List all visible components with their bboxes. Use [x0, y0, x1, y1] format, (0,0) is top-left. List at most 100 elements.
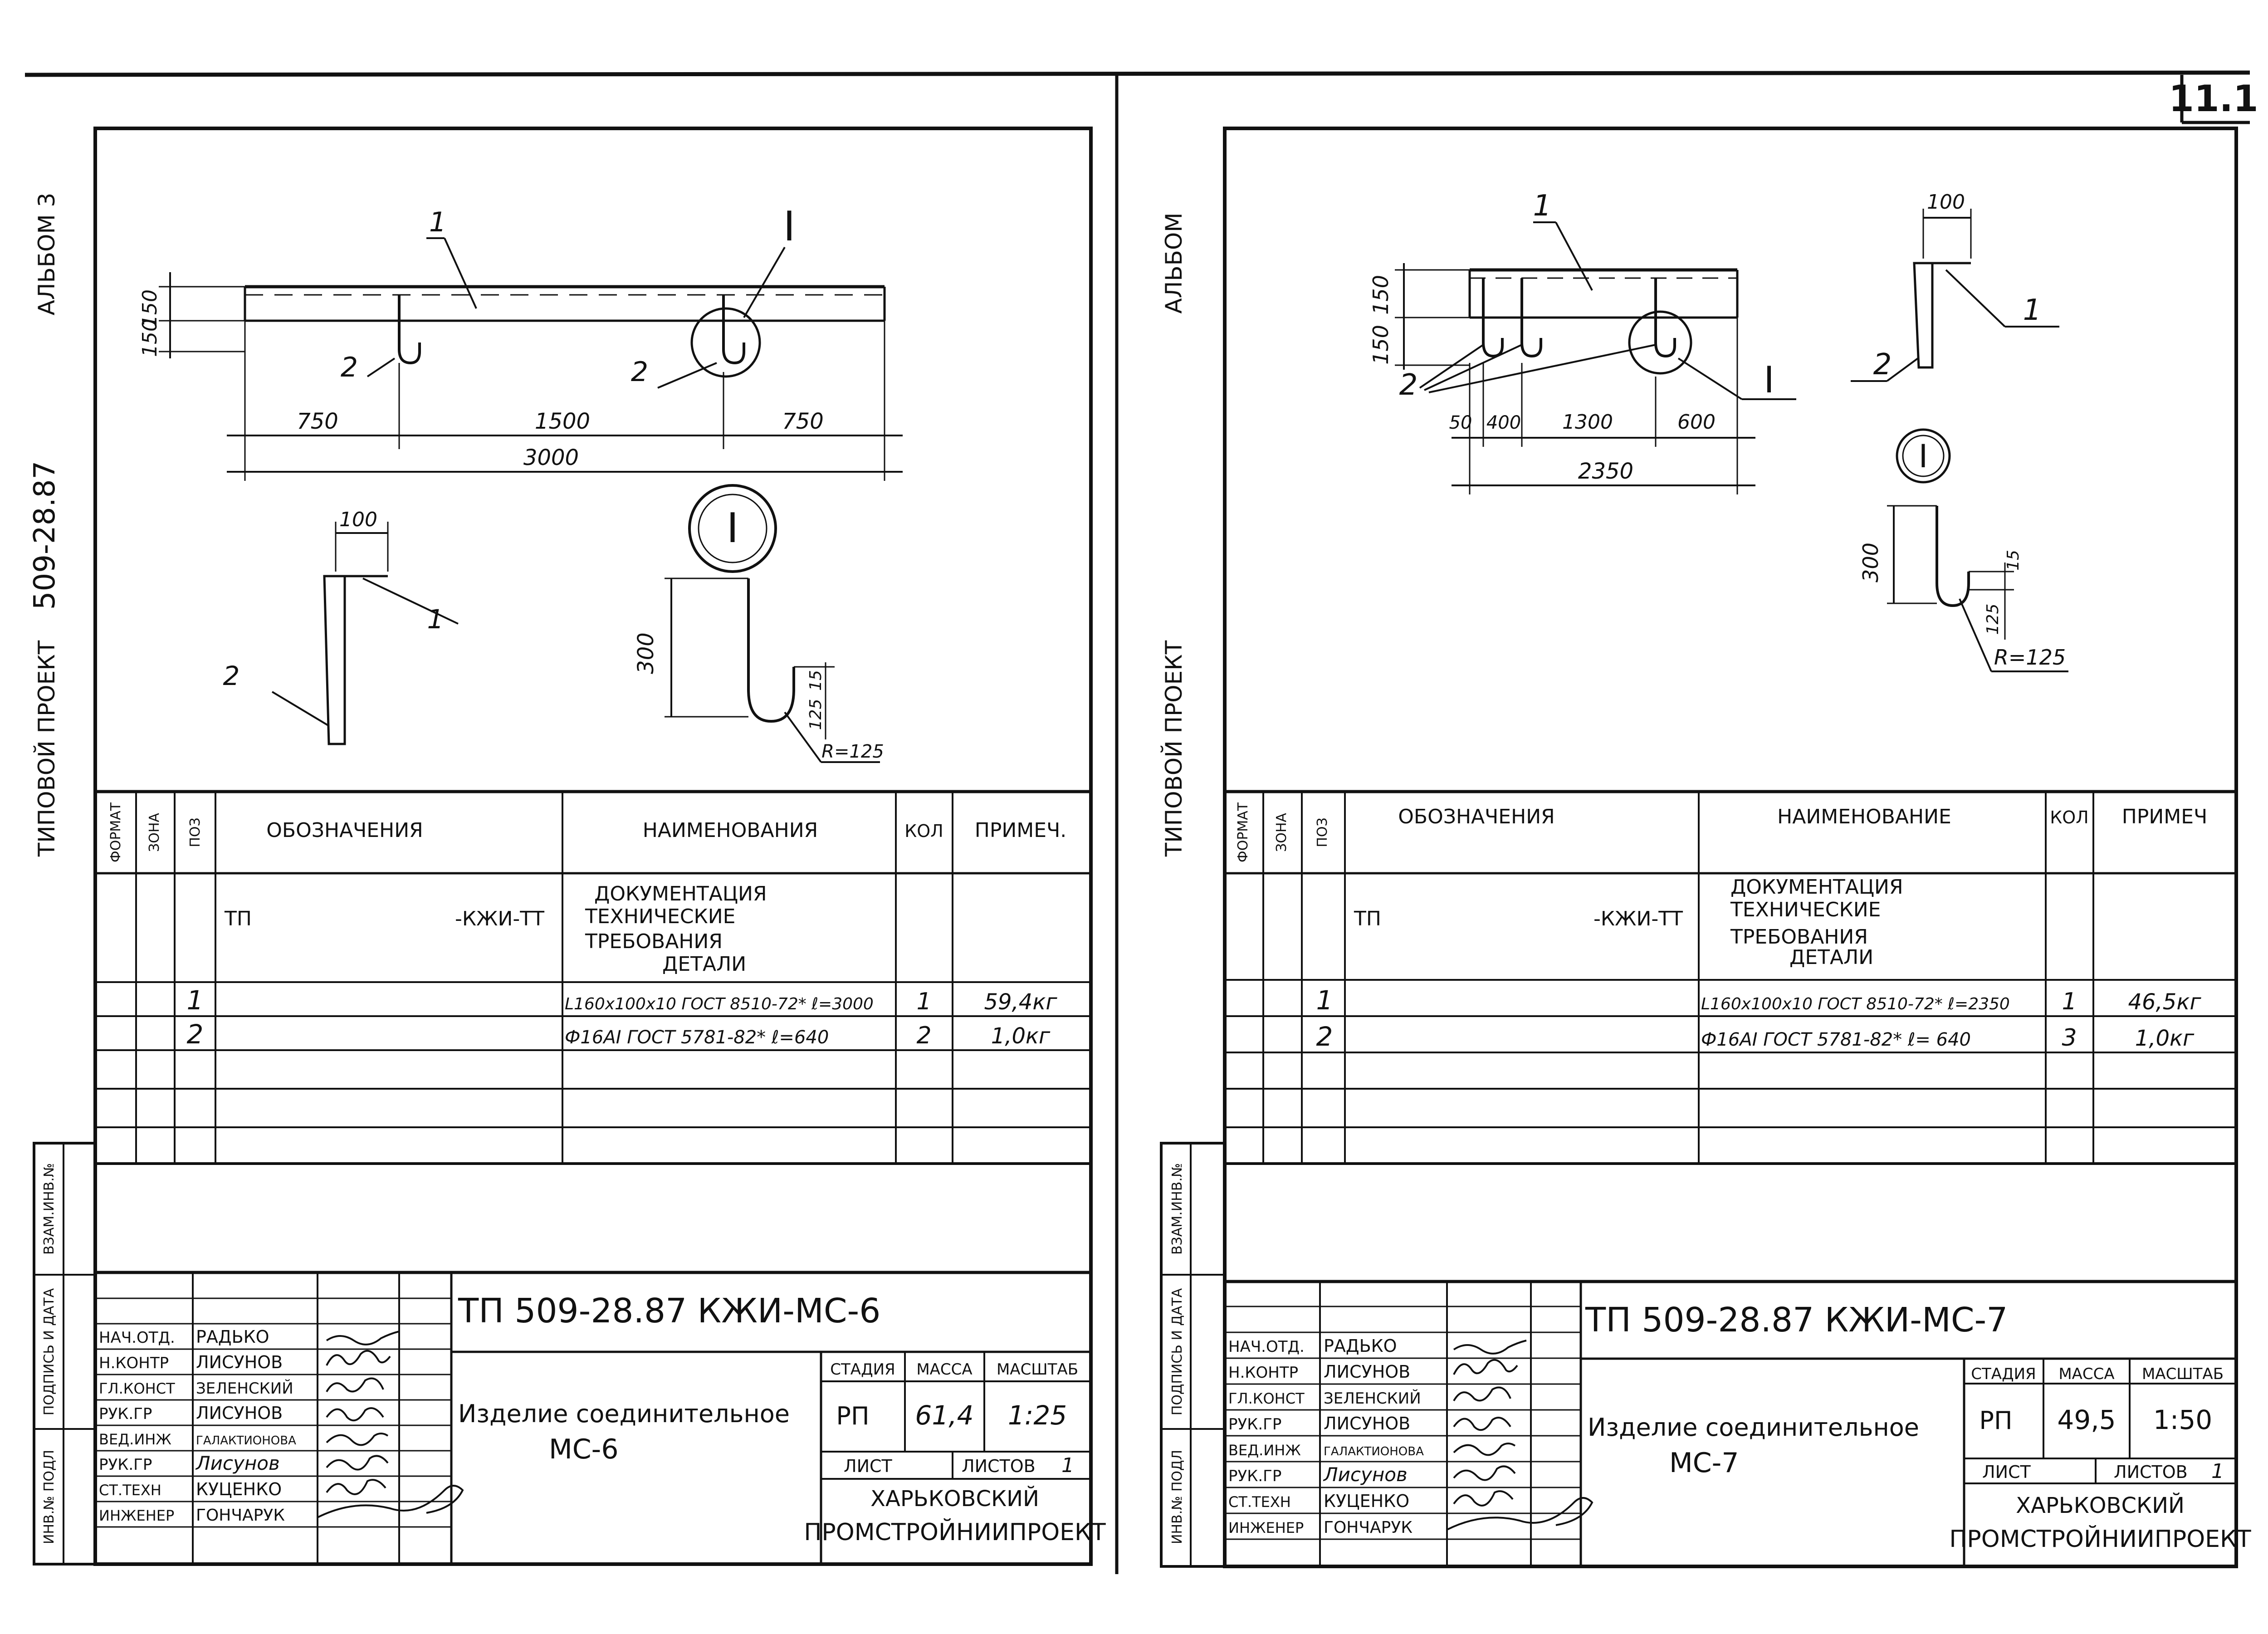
right-stamp-field-2: ПОДПИСЬ И ДАТА [1169, 1288, 1185, 1415]
right-spec-table: ФОРМАТ ЗОНА ПОЗ ОБОЗНАЧЕНИЯ НАИМЕНОВАНИЕ… [1225, 790, 2236, 1165]
right-person-role-6: РУК.ГР [1228, 1467, 1281, 1485]
right-stamp-field-3: ИНВ.№ ПОДЛ [1169, 1450, 1185, 1544]
left-item-name-2: МС-6 [549, 1433, 619, 1465]
page-number: 11.1 [2169, 78, 2258, 120]
left-stamp-field-1: ВЗАМ.ИНВ.№ [41, 1163, 57, 1255]
left-dim-hook-1: 15 [807, 670, 825, 691]
left-person-name-6: Лисунов [195, 1452, 280, 1474]
left-stage-label: СТАДИЯ [830, 1360, 895, 1379]
left-dim-total: 3000 [523, 445, 579, 470]
right-dim-flange: 100 [1927, 191, 1965, 214]
right-dim-height-1: 150 [1369, 275, 1393, 315]
right-inner-frame [1223, 127, 2238, 1568]
right-person-name-7: КУЦЕНКО [1324, 1491, 1409, 1511]
right-project-type: ТИПОВОЙ ПРОЕКТ [1160, 640, 1187, 857]
left-sheets-count: 1 [1061, 1454, 1074, 1477]
right-person-name-1: РАДЬКО [1324, 1336, 1397, 1356]
left-person-role-3: ГЛ.КОНСТ [99, 1380, 175, 1397]
left-callout-main: I [783, 203, 796, 250]
right-stamp-field-1: ВЗАМ.ИНВ.№ [1169, 1163, 1185, 1255]
left-scale: 1:25 [1008, 1400, 1067, 1431]
right-dim-seg-2: 400 [1486, 412, 1521, 433]
left-scale-label: МАСШТАБ [997, 1360, 1078, 1379]
right-row1-name: L160x100x10 ГОСТ 8510-72* ℓ=2350 [1701, 995, 2010, 1013]
right-doc-line-1: ДОКУМЕНТАЦИЯ [1730, 876, 1903, 899]
right-header-qty: КОЛ [2050, 807, 2088, 827]
left-header-pos: ПОЗ [187, 817, 203, 847]
left-sheets-label: ЛИСТОВ [962, 1456, 1036, 1476]
right-pos-2: 2 [1399, 368, 1418, 402]
right-callout-detail: I [1919, 438, 1928, 475]
left-row2-pos: 2 [187, 1019, 204, 1050]
right-row1-note: 46,5кг [2128, 989, 2201, 1015]
right-header-format: ФОРМАТ [1235, 802, 1251, 862]
left-person-name-5: ГАЛАКТИОНОВА [196, 1434, 296, 1448]
right-scale: 1:50 [2153, 1404, 2212, 1435]
left-signatures [317, 1331, 464, 1518]
right-sheets-label: ЛИСТОВ [2114, 1462, 2188, 1482]
right-org-line-1: ХАРЬКОВСКИЙ [2016, 1492, 2185, 1518]
left-doc-line-4: ДЕТАЛИ [662, 953, 746, 976]
left-header-name: НАИМЕНОВАНИЯ [643, 819, 818, 842]
left-album-label: АЛЬБОМ 3 [34, 193, 60, 316]
right-dim-hook-1: 15 [2004, 550, 2023, 571]
left-dim-seg-2: 1500 [535, 409, 590, 434]
right-item-name-1: Изделие соединительное [1588, 1413, 1919, 1442]
right-mass: 49,5 [2057, 1404, 2116, 1435]
right-sheet-label: ЛИСТ [1982, 1462, 2031, 1482]
left-row2-note: 1,0кг [991, 1023, 1051, 1049]
right-header-zone: ЗОНА [1274, 813, 1290, 852]
left-callout-detail: I [727, 504, 739, 552]
left-person-name-3: ЗЕЛЕНСКИЙ [196, 1379, 293, 1398]
right-doc-title: ТП 509-28.87 КЖИ-МС-7 [1585, 1301, 2008, 1340]
right-person-name-4: ЛИСУНОВ [1324, 1414, 1410, 1433]
left-spec-table: ФОРМАТ ЗОНА ПОЗ ОБОЗНАЧЕНИЯ НАИМЕНОВАНИЯ… [95, 790, 1091, 1165]
left-dim-flange: 100 [339, 508, 377, 531]
right-person-role-5: ВЕД.ИНЖ [1228, 1442, 1301, 1459]
left-org-line-1: ХАРЬКОВСКИЙ [870, 1486, 1039, 1512]
left-doc-code-left: ТП [224, 907, 252, 930]
right-doc-line-2: ТЕХНИЧЕСКИЕ [1730, 898, 1881, 921]
left-detail-view: I 300 15 125 R=125 [633, 484, 884, 763]
right-header-pos: ПОЗ [1315, 817, 1330, 847]
right-callout-main: I [1764, 359, 1774, 401]
left-person-name-1: РАДЬКО [196, 1327, 269, 1347]
left-row1-name: L160x100x10 ГОСТ 8510-72* ℓ=3000 [565, 995, 874, 1013]
left-person-role-2: Н.КОНТР [99, 1354, 169, 1372]
left-doc-line-3: ТРЕБОВАНИЯ [585, 930, 723, 953]
left-dim-hook-2: 125 [807, 699, 825, 730]
left-row1-pos: 1 [187, 985, 204, 1016]
right-row2-qty: 3 [2062, 1024, 2077, 1052]
left-project-code: 509-28.87 [28, 461, 62, 610]
right-dim-seg-1: 50 [1449, 412, 1472, 433]
left-header-qty: КОЛ [904, 821, 943, 841]
left-person-name-7: КУЦЕНКО [196, 1479, 282, 1499]
right-header-note: ПРИМЕЧ [2122, 805, 2207, 828]
left-doc-code-right: -КЖИ-ТТ [455, 907, 544, 930]
top-border-line [24, 70, 2250, 77]
right-sheet: АЛЬБОМ ТИПОВОЙ ПРОЕКТ ВЗАМ.ИНВ.№ ПОДПИСЬ… [1160, 127, 2251, 1568]
left-sheet-label: ЛИСТ [844, 1456, 893, 1476]
right-dim-seg-3: 1300 [1562, 411, 1613, 434]
right-person-name-8: ГОНЧАРУК [1324, 1518, 1413, 1537]
left-doc-line-2: ТЕХНИЧЕСКИЕ [585, 905, 735, 928]
right-person-name-6: Лисунов [1323, 1463, 1408, 1486]
right-doc-code-right: -КЖИ-ТТ [1593, 907, 1683, 930]
right-section-pos-1: 1 [2023, 294, 2042, 327]
right-person-role-4: РУК.ГР [1228, 1415, 1281, 1433]
right-org-line-2: ПРОМСТРОЙНИИПРОЕКТ [1949, 1525, 2251, 1553]
right-mass-label: МАССА [2058, 1365, 2114, 1383]
right-person-name-5: ГАЛАКТИОНОВА [1324, 1445, 1424, 1458]
left-pos-2b: 2 [631, 356, 648, 388]
right-person-role-7: СТ.ТЕХН [1228, 1493, 1291, 1511]
left-title-block: ТП 509-28.87 КЖИ-МС-6 Изделие соединител… [95, 1271, 1106, 1564]
right-doc-code-left: ТП [1354, 907, 1381, 930]
left-org-line-2: ПРОМСТРОЙНИИПРОЕКТ [804, 1518, 1106, 1546]
right-row1-qty: 1 [2062, 988, 2077, 1015]
left-pos-1: 1 [429, 206, 446, 238]
right-row2-note: 1,0кг [2135, 1026, 2195, 1051]
right-header-designation: ОБОЗНАЧЕНИЯ [1398, 805, 1554, 828]
left-header-format: ФОРМАТ [108, 802, 124, 862]
right-row2-name: Ф16АI ГОСТ 5781-82* ℓ= 640 [1701, 1029, 1971, 1050]
